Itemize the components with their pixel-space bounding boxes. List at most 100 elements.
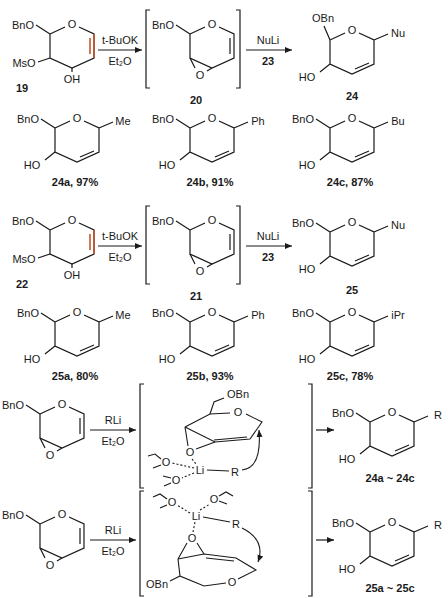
atom-label: Me (115, 310, 130, 321)
reagent-label: RLi (105, 415, 122, 426)
atom-label: O (73, 307, 82, 318)
compound-number: 24c, 87% (327, 177, 373, 188)
atom-label: Bu (391, 116, 404, 127)
compound-number: 25c, 78% (327, 371, 373, 382)
atom-label: O (58, 399, 67, 410)
atom-label: O (348, 217, 357, 228)
atom-label: BnO (152, 308, 174, 319)
atom-label: Ph (251, 116, 264, 127)
atom-label: O (172, 475, 181, 486)
atom-label: OBn (146, 579, 168, 590)
reagent-label: Et₂O (108, 252, 131, 263)
atom-label: HO (339, 564, 356, 575)
compound-number: 24a ~ 24c (365, 473, 414, 484)
transition-states (148, 398, 262, 586)
reagent-label: RLi (105, 525, 122, 536)
atom-label: OH (64, 270, 81, 281)
atom-label: Me (115, 116, 130, 127)
compound-number: 24b, 91% (186, 177, 233, 188)
atom-label: BnO (332, 518, 354, 529)
compound-number: 24a, 97% (52, 177, 98, 188)
atom-label: BnO (332, 408, 354, 419)
reagent-label: Et₂O (101, 546, 124, 557)
atom-label: R (231, 467, 239, 478)
atom-label: O (348, 307, 357, 318)
compound-number: 24 (346, 91, 358, 102)
atom-label: BnO (292, 218, 314, 229)
atom-label: O (388, 407, 397, 418)
atom-label: BnO (292, 114, 314, 125)
atom-label: Li (196, 465, 205, 476)
atom-label: O (46, 560, 55, 571)
atom-label: O (196, 266, 205, 277)
atom-label: HO (339, 454, 356, 465)
atom-label: O (228, 577, 237, 588)
atom-label: O (73, 113, 82, 124)
atom-label: BnO (152, 20, 174, 31)
structures (26, 25, 428, 566)
reagent-label: t-BuOK (102, 231, 138, 242)
atom-label: BnO (17, 114, 39, 125)
atom-label: HO (159, 160, 176, 171)
atom-label: HO (159, 354, 176, 365)
atom-label: HO (299, 160, 316, 171)
compound-number: 25b, 93% (186, 371, 233, 382)
atom-label: O (68, 215, 77, 226)
atom-label: BnO (2, 510, 24, 521)
reagent-label: t-BuOK (102, 35, 138, 46)
atom-label: HO (24, 354, 41, 365)
atom-label: MsO (12, 254, 35, 265)
reaction-arrows (90, 50, 334, 540)
atom-label: O (162, 457, 171, 468)
brackets (140, 10, 312, 596)
atom-label: O (388, 517, 397, 528)
atom-label: BnO (152, 216, 174, 227)
atom-label: BnO (17, 308, 39, 319)
compound-number: 25 (346, 285, 358, 296)
compound-number: 21 (190, 291, 202, 302)
reagent-label: Et₂O (101, 436, 124, 447)
atom-label: O (208, 19, 217, 30)
atom-label: O (186, 447, 195, 458)
atom-label: Li (192, 511, 201, 522)
atom-label: O (58, 509, 67, 520)
compound-number: 20 (190, 95, 202, 106)
atom-label: O (188, 533, 197, 544)
reagent-label: NuLi (257, 35, 280, 46)
atom-label: O (348, 113, 357, 124)
atom-label: Ph (251, 310, 264, 321)
atom-label: iPr (391, 310, 404, 321)
reagent-label: Et₂O (108, 56, 131, 67)
atom-label: Nu (391, 220, 405, 231)
atom-label: BnO (152, 114, 174, 125)
atom-label: HO (24, 160, 41, 171)
atom-label: HO (299, 264, 316, 275)
atom-label: O (208, 113, 217, 124)
compound-number: 23 (262, 56, 274, 67)
compound-number: 23 (262, 252, 274, 263)
atom-label: O (196, 70, 205, 81)
atom-label: O (208, 215, 217, 226)
atom-label: OBn (312, 13, 334, 24)
atom-label: O (210, 494, 219, 505)
atom-label: BnO (12, 20, 34, 31)
compound-number: 25a, 80% (52, 371, 98, 382)
atom-label: O (168, 497, 177, 508)
atom-label: O (46, 450, 55, 461)
atom-label: O (348, 25, 357, 36)
atom-label: O (234, 407, 243, 418)
atom-label: R (232, 519, 240, 530)
atom-label: O (208, 307, 217, 318)
atom-label: HO (299, 354, 316, 365)
atom-label: BnO (12, 216, 34, 227)
reagent-label: NuLi (257, 231, 280, 242)
compound-number: 19 (16, 83, 28, 94)
atom-label: HO (299, 72, 316, 83)
atom-label: BnO (292, 308, 314, 319)
compound-number: 22 (16, 279, 28, 290)
atom-label: Nu (391, 28, 405, 39)
atom-label: MsO (12, 58, 35, 69)
atom-label: R (434, 410, 442, 421)
